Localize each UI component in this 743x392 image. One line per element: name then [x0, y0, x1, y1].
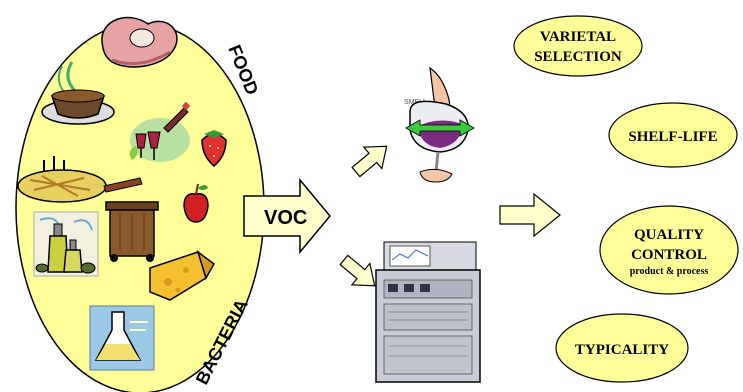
coffee-cup-icon — [41, 61, 115, 125]
smell-glass-icon: SMELL — [404, 66, 475, 183]
varietal-line2: SELECTION — [534, 49, 622, 65]
apple-icon — [183, 183, 209, 223]
voc-arrow: VOC — [243, 177, 331, 255]
typicality-label: TYPICALITY — [575, 342, 669, 358]
quality-line3: product & process — [630, 266, 709, 277]
frying-pan-icon — [17, 156, 143, 203]
varietal-line1: VARIETAL — [540, 29, 616, 45]
voc-label: VOC — [264, 207, 307, 229]
quality-line2: CONTROL — [631, 247, 707, 263]
arrow-down-right — [339, 254, 376, 287]
steak-icon — [101, 16, 178, 68]
typicality-oval: TYPICALITY — [555, 313, 689, 383]
instrument-icon — [375, 241, 481, 383]
compost-bin-icon — [105, 146, 159, 262]
arrow-to-applications — [499, 192, 561, 238]
arrow-up-right — [351, 145, 388, 178]
quality-control-oval: QUALITY CONTROL product & process — [599, 205, 739, 295]
cheese-icon — [149, 250, 215, 301]
lab-flask-icon — [89, 305, 155, 371]
strawberry-icon — [201, 130, 227, 167]
varietal-selection-oval: VARIETAL SELECTION — [513, 15, 643, 77]
quality-line1: QUALITY — [634, 227, 704, 243]
shelf-life-oval: SHELF-LIFE — [608, 102, 738, 168]
shelf-life-label: SHELF-LIFE — [628, 129, 717, 145]
wine-glasses-icon — [130, 101, 191, 162]
oil-bottles-icon — [33, 211, 99, 277]
